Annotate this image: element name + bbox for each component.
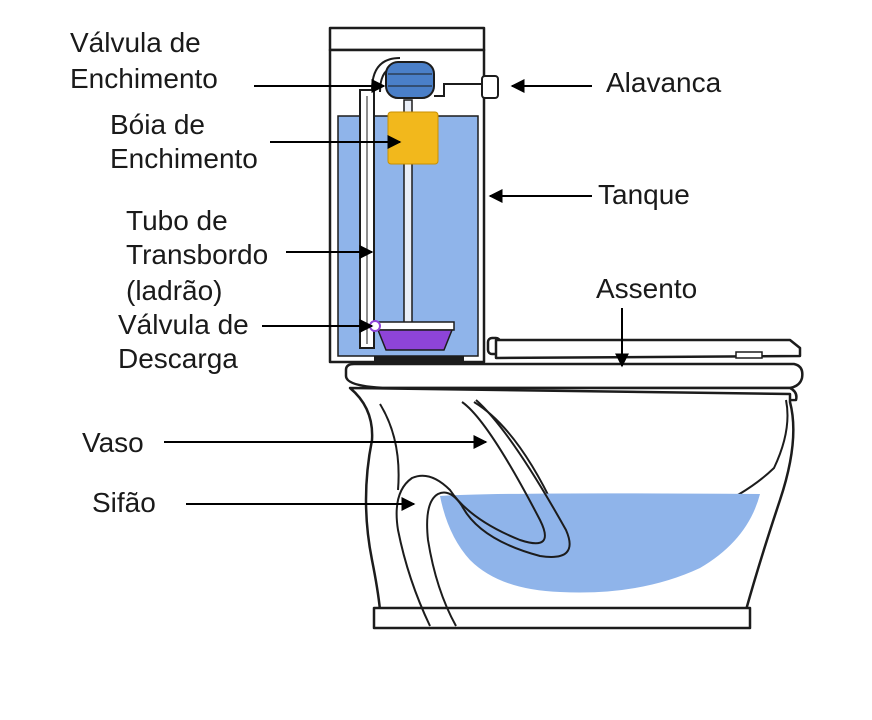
label-overflow-tube: Tubo de Transbordo (ladrão)	[126, 205, 276, 306]
flush-valve	[369, 320, 455, 351]
label-bowl: Vaso	[82, 427, 144, 458]
overflow-tube	[359, 89, 375, 349]
label-siphon: Sifão	[92, 487, 156, 518]
label-lever: Alavanca	[606, 67, 722, 98]
label-seat: Assento	[596, 273, 697, 304]
fill-valve-head	[385, 61, 435, 99]
bowl-water	[440, 493, 760, 593]
label-tank: Tanque	[598, 179, 690, 210]
float	[387, 111, 439, 165]
tank-lid	[328, 26, 486, 52]
seat	[486, 336, 802, 360]
flapper	[376, 329, 454, 351]
bowl-rim	[344, 362, 804, 390]
fill-valve	[371, 57, 435, 349]
label-fill-valve: Válvula de Enchimento	[70, 27, 218, 94]
bowl	[348, 386, 795, 630]
labels: Válvula de Enchimento Bóia de Enchimento…	[70, 27, 722, 518]
label-flush-valve: Válvula de Descarga	[118, 309, 257, 374]
lever	[434, 75, 499, 99]
label-float: Bóia de Enchimento	[110, 109, 258, 174]
arrows	[164, 79, 629, 511]
